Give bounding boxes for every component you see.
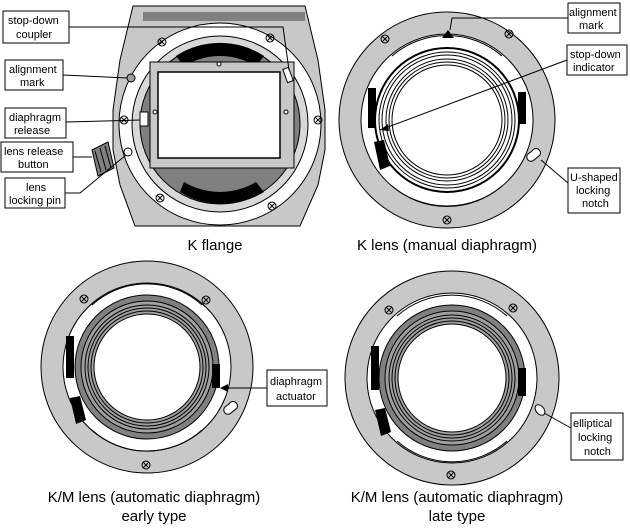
lens-lug-left-2 [374, 140, 390, 170]
late-lug-left-2 [375, 408, 391, 436]
label-stop-down-coupler-1: stop-down [8, 15, 59, 27]
label-stop-down-coupler-2: coupler [16, 29, 52, 41]
k-lens-manual-panel: alignment mark stop-down indicator U-sha… [338, 2, 628, 254]
lens-lug-left [368, 88, 376, 128]
caption-km-late-1: K/M lens (automatic diaphragm) [351, 489, 564, 506]
label-elliptical-notch-1: elliptical [573, 418, 612, 430]
mirror [157, 71, 281, 159]
lens-release-button [91, 141, 115, 177]
early-notch [223, 401, 238, 415]
label-diaphragm-release-1: diaphragm [9, 112, 61, 124]
caption-k-flange: K flange [187, 237, 242, 254]
label-u-shaped-notch-2: locking [576, 185, 610, 197]
bayonet-tab-bottom [180, 182, 264, 204]
mirror-box-pin-left [152, 109, 158, 115]
early-lug-left [66, 336, 74, 378]
late-screws [384, 303, 518, 480]
caption-km-early-2: early type [121, 508, 186, 525]
early-lug-right [212, 364, 220, 388]
k-flange-panel: stop-down coupler alignment mark diaphra… [0, 5, 326, 254]
lens-lug-right [518, 92, 526, 124]
lens-rear-element-rings [374, 47, 520, 193]
label-u-shaped-notch-1: U-shaped [570, 172, 618, 184]
label-stop-down-indicator-2: indicator [573, 62, 615, 74]
label-diaphragm-actuator-1: diaphragm [270, 376, 322, 388]
early-lug-left-2 [70, 396, 86, 424]
label-elliptical-notch-3: notch [584, 446, 611, 458]
mount-screws [119, 33, 323, 211]
early-screws [79, 294, 211, 470]
u-shaped-notch [526, 148, 541, 162]
label-diaphragm-actuator-2: actuator [276, 391, 316, 403]
km-lens-early-panel: diaphragm actuator K/M lens (automatic d… [40, 260, 328, 525]
late-lug-left [371, 346, 379, 390]
stop-down-coupler [282, 66, 294, 84]
label-elliptical-notch-2: locking [578, 432, 612, 444]
label-diaphragm-release-2: release [14, 125, 50, 137]
label-lens-locking-pin-1: lens [26, 182, 47, 194]
body-top-stripe [143, 12, 305, 21]
label-alignment-mark-2: mark [20, 77, 45, 89]
label-lens-release-button-1: lens release [4, 146, 63, 158]
diaphragm-release [139, 111, 149, 127]
late-lug-right [518, 368, 526, 396]
label-u-shaped-notch-3: notch [582, 198, 609, 210]
bayonet-tab-top [176, 42, 264, 66]
elliptical-notch [534, 404, 546, 416]
k-lens-screws [380, 29, 514, 225]
label-lens-release-button-2: button [18, 159, 49, 171]
km-lens-late-panel: elliptical locking notch K/M lens (autom… [344, 270, 624, 525]
caption-k-lens-manual: K lens (manual diaphragm) [357, 237, 537, 254]
label-k-lens-alignment-mark-2: mark [579, 20, 604, 32]
label-stop-down-indicator-1: stop-down [570, 49, 621, 61]
k-lens-alignment-mark [442, 30, 454, 38]
caption-km-late-2: late type [429, 508, 486, 525]
alignment-mark-dot [126, 73, 136, 83]
label-k-lens-alignment-mark-1: alignment [569, 7, 617, 19]
caption-km-early-1: K/M lens (automatic diaphragm) [48, 489, 261, 506]
lens-locking-pin [123, 147, 133, 157]
label-alignment-mark-1: alignment [9, 64, 57, 76]
label-lens-locking-pin-2: locking pin [9, 195, 61, 207]
mirror-box-pin-top [216, 61, 222, 67]
mirror-box-pin-right [283, 109, 289, 115]
